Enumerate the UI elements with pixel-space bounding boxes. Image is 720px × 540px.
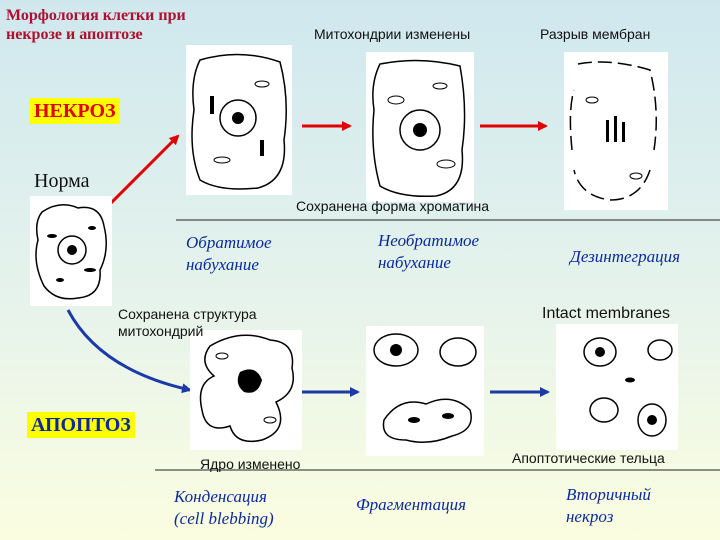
apoptosis-cell-2-image (366, 326, 484, 456)
stage-secondary-line-1: Вторичный (566, 484, 651, 506)
stage-reversible: Обратимое набухание (186, 232, 272, 276)
arrow-norm-to-necrosis (102, 136, 178, 212)
stage-reversible-line-1: Обратимое (186, 232, 272, 254)
nucleus-changed-label: Ядро изменено (200, 456, 300, 472)
necrosis-cell-1-image (186, 45, 292, 195)
stage-irreversible-line-2: набухание (378, 252, 479, 274)
stage-reversible-line-2: набухание (186, 254, 272, 276)
apoptosis-cell-1-image (190, 330, 302, 450)
necrosis-cell-3-image (564, 52, 668, 210)
stage-fragmentation: Фрагментация (356, 494, 466, 516)
mito-preserved-line-2: митохондрий (118, 323, 257, 340)
stage-irreversible-line-1: Необратимое (378, 230, 479, 252)
stage-secondary-necrosis: Вторичный некроз (566, 484, 651, 528)
necrosis-label: НЕКРОЗ (30, 98, 120, 124)
stage-condensation-line-1: Конденсация (174, 486, 274, 508)
necrosis-cell-2-image (366, 52, 474, 202)
stage-disintegration: Дезинтеграция (570, 246, 680, 268)
stage-condensation-line-2: (cell blebbing) (174, 508, 274, 530)
norm-label: Норма (34, 170, 90, 193)
mito-preserved-line-1: Сохранена структура (118, 306, 257, 323)
chromatin-preserved-label: Сохранена форма хроматина (296, 198, 489, 214)
apoptotic-bodies-label: Апоптотические тельца (512, 450, 665, 466)
stage-condensation: Конденсация (cell blebbing) (174, 486, 274, 530)
mito-preserved-label: Сохранена структура митохондрий (118, 306, 257, 340)
apoptosis-label: АПОПТОЗ (27, 412, 135, 438)
apoptosis-cell-3-image (556, 324, 678, 450)
normal-cell-image (30, 196, 112, 306)
stage-secondary-line-2: некроз (566, 506, 651, 528)
intact-membranes-label: Intact membranes (542, 305, 670, 323)
stage-irreversible: Необратимое набухание (378, 230, 479, 274)
